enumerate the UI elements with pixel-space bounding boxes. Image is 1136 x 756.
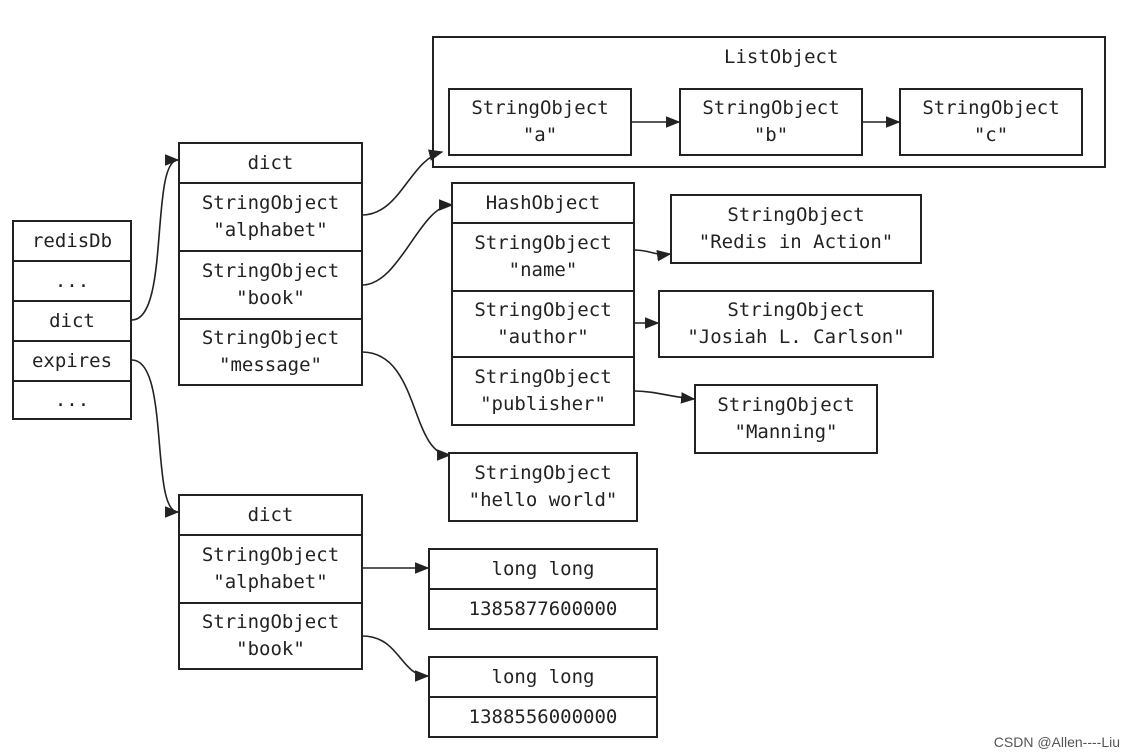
hash-field-publisher: StringObject"publisher" (474, 366, 612, 415)
watermark: CSDN @Allen----Liu (993, 734, 1120, 750)
expires-dict: dict StringObject"alphabet" StringObject… (178, 494, 363, 670)
dict-header: dict (180, 144, 361, 184)
hash-object: HashObject StringObject"name" StringObje… (451, 182, 635, 426)
list-item-c: StringObject"c" (899, 88, 1083, 156)
expires-key-alphabet: StringObject"alphabet" (180, 536, 361, 604)
arrow-publisher-value (633, 390, 696, 404)
hash-field-name: StringObject"name" (453, 224, 633, 292)
arrow-message-hello (361, 351, 452, 461)
dict-key-message: StringObject"message" (201, 327, 340, 376)
redisdb-struct: redisDb ... dict expires ... (12, 220, 132, 420)
arrow-book-hash (361, 199, 454, 286)
hash-field-author: StringObject"author" (453, 292, 633, 358)
dict-key-alphabet: StringObject"alphabet" (180, 184, 361, 252)
message-value: StringObject"hello world" (448, 452, 638, 522)
arrow-db-expires (131, 359, 180, 518)
list-item-a: StringObject"a" (448, 88, 632, 156)
arrow-db-dict (131, 154, 180, 321)
hash-header: HashObject (453, 184, 633, 224)
list-object-title: ListObject (724, 46, 839, 68)
arrow-name-value (633, 249, 672, 262)
dict-key-book: StringObject"book" (180, 252, 361, 320)
hash-value-author: StringObject"Josiah L. Carlson" (658, 290, 934, 358)
redisdb-row: ... (14, 262, 130, 302)
arrow-alphabet-list (361, 149, 444, 216)
expires-key-book: StringObject"book" (201, 611, 340, 660)
redisdb-row-expires: expires (14, 342, 130, 382)
hash-value-name: StringObject"Redis in Action" (670, 194, 922, 264)
redisdb-row-dict: dict (14, 302, 130, 342)
expire-value-alphabet: long long 1385877600000 (428, 548, 658, 630)
hash-value-publisher: StringObject"Manning" (694, 384, 878, 454)
expires-dict-header: dict (180, 496, 361, 536)
expire-value-book: long long 1388556000000 (428, 656, 658, 738)
redisdb-row: redisDb (14, 222, 130, 262)
keyspace-dict: dict StringObject"alphabet" StringObject… (178, 142, 363, 386)
arrow-exp-book (361, 635, 430, 682)
redisdb-row: ... (54, 388, 90, 411)
list-item-b: StringObject"b" (679, 88, 863, 156)
list-object: ListObject (432, 36, 1106, 168)
